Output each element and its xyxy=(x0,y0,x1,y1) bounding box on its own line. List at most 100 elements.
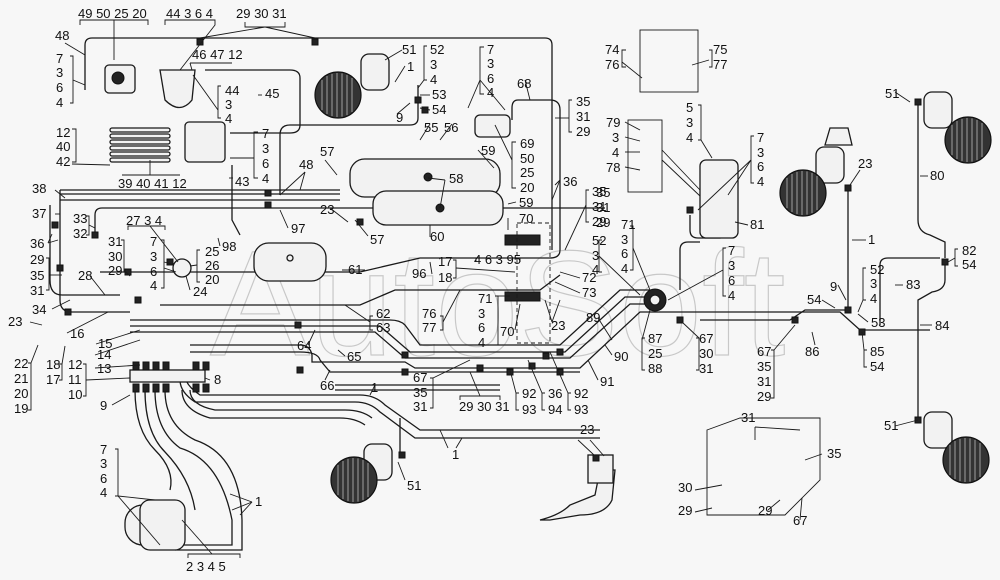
callout-3: 3 xyxy=(478,306,485,321)
callout-6: 6 xyxy=(478,320,485,335)
leader-line xyxy=(587,359,599,381)
leader-line xyxy=(121,239,125,273)
callout-35: 35 xyxy=(30,268,44,283)
pipe-fitting xyxy=(844,306,852,314)
callout-77: 77 xyxy=(422,320,436,335)
pipe-fitting xyxy=(166,258,174,266)
callout-29: 29 xyxy=(30,252,44,267)
callout-35: 35 xyxy=(592,184,606,199)
leader-line xyxy=(541,392,545,411)
callout-7: 7 xyxy=(487,42,494,57)
leader-line xyxy=(231,501,253,511)
leader-line xyxy=(857,299,864,313)
callout-4-6-3-95: 4 6 3 95 xyxy=(474,252,521,267)
callout-75: 75 xyxy=(713,42,727,57)
callout-53: 53 xyxy=(871,315,885,330)
callout-29: 29 xyxy=(596,215,610,230)
coil-tube xyxy=(109,133,171,139)
callout-4: 4 xyxy=(612,145,619,160)
callout-59: 59 xyxy=(519,195,533,210)
pipe-fitting xyxy=(556,348,564,356)
leader-line xyxy=(85,377,131,381)
callout-29-30-31: 29 30 31 xyxy=(236,6,287,21)
leader-line xyxy=(189,264,198,267)
leader-line xyxy=(279,209,289,229)
coil-tube xyxy=(109,157,171,163)
air-pipe xyxy=(154,389,233,546)
callout-20: 20 xyxy=(205,272,219,287)
callout-9: 9 xyxy=(100,398,107,413)
callout-48: 48 xyxy=(299,157,313,172)
callout-90: 90 xyxy=(614,349,628,364)
callout-68: 68 xyxy=(517,76,531,91)
brake-valve xyxy=(172,258,192,278)
leader-line xyxy=(811,331,816,346)
leader-line xyxy=(821,299,836,309)
leader-line xyxy=(185,275,191,291)
callout-1: 1 xyxy=(255,494,262,509)
callout-7: 7 xyxy=(100,442,107,457)
fitting xyxy=(152,383,160,393)
leader-line xyxy=(564,204,587,251)
drain-plug xyxy=(423,172,433,182)
leader-line xyxy=(453,259,457,279)
callout-92: 92 xyxy=(574,386,588,401)
leader-line xyxy=(514,303,521,331)
leader-line xyxy=(442,289,461,323)
condensate-receiver xyxy=(699,159,739,239)
callout-4: 4 xyxy=(56,95,63,110)
air-receiver-small xyxy=(253,242,327,282)
callout-16: 16 xyxy=(70,326,84,341)
leader-line xyxy=(217,85,221,119)
air-pipe xyxy=(94,207,605,235)
leader-line xyxy=(857,313,869,323)
leader-line xyxy=(72,79,86,86)
fitting xyxy=(162,361,170,371)
callout-79: 79 xyxy=(606,115,620,130)
callout-3: 3 xyxy=(612,130,619,145)
leader-line xyxy=(697,159,752,211)
callout-77: 77 xyxy=(713,57,727,72)
callout-28: 28 xyxy=(78,268,92,283)
callout-59: 59 xyxy=(481,143,495,158)
callout-4: 4 xyxy=(150,278,157,293)
callout-6: 6 xyxy=(621,246,628,261)
callout-2-3-4-5: 2 3 4 5 xyxy=(186,559,226,574)
leader-line xyxy=(419,107,431,111)
callout-86: 86 xyxy=(805,344,819,359)
leader-line xyxy=(161,239,165,289)
callout-1: 1 xyxy=(407,59,414,74)
leader-line xyxy=(187,553,241,558)
leader-line xyxy=(204,377,211,381)
cooler-coil xyxy=(109,127,171,163)
leader-line xyxy=(477,149,495,169)
callout-29: 29 xyxy=(108,263,122,278)
leader-line xyxy=(455,437,463,449)
air-pipe xyxy=(511,99,561,250)
callout-78: 78 xyxy=(606,160,620,175)
callout-4: 4 xyxy=(757,174,764,189)
callout-66: 66 xyxy=(320,378,334,393)
air-pipe xyxy=(190,311,700,369)
air-pipe xyxy=(231,165,241,236)
callout-5: 5 xyxy=(686,100,693,115)
leader-line xyxy=(495,295,499,346)
leader-line xyxy=(767,499,781,511)
leader-line xyxy=(837,284,847,301)
leader-line xyxy=(46,257,50,291)
air-pipe xyxy=(679,241,700,290)
callout-93: 93 xyxy=(522,402,536,417)
callout-94: 94 xyxy=(548,402,562,417)
callout-23: 23 xyxy=(580,422,594,437)
callout-35: 35 xyxy=(596,185,610,200)
callout-45: 45 xyxy=(265,86,279,101)
callout-91: 91 xyxy=(600,374,614,389)
callout-67: 67 xyxy=(413,370,427,385)
callout-22: 22 xyxy=(14,356,28,371)
brake-chamber-mid xyxy=(779,146,845,217)
leader-line xyxy=(244,22,286,28)
callout-71: 71 xyxy=(621,217,635,232)
leader-line xyxy=(554,281,581,294)
leader-line xyxy=(691,59,710,66)
